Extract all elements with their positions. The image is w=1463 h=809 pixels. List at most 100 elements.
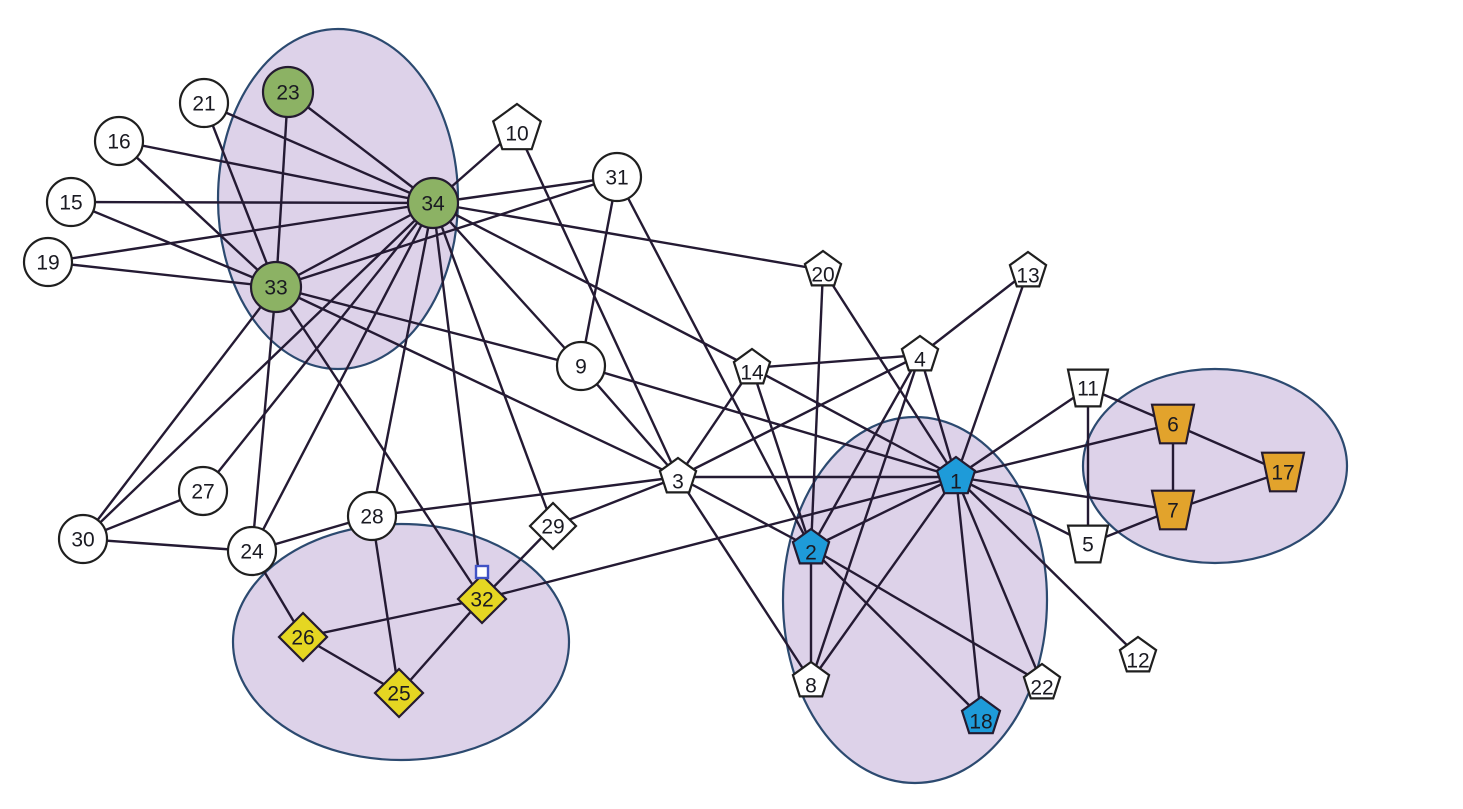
edge-21-34 (203, 101, 434, 205)
edge-1-13 (954, 270, 1030, 478)
edge-19-33 (47, 260, 277, 289)
edge-24-34 (250, 202, 435, 552)
node-20-shape[interactable] (803, 249, 843, 287)
edge-25-28 (370, 515, 401, 694)
edge-2-14 (750, 367, 813, 549)
node-21-shape[interactable] (178, 77, 230, 129)
node-11[interactable]: 11 (1066, 368, 1110, 408)
cluster-blue[interactable] (781, 415, 1049, 785)
node-16[interactable]: 16 (93, 115, 145, 167)
node-28-shape[interactable] (346, 490, 398, 542)
node-12-shape[interactable] (1118, 635, 1158, 673)
node-14[interactable]: 14 (732, 347, 772, 385)
edge-14-34 (432, 201, 753, 370)
edge-23-34 (287, 91, 434, 204)
edge-2-4 (809, 354, 922, 549)
node-13-shape[interactable] (1008, 250, 1048, 288)
edge-23-33 (274, 91, 290, 288)
edge-32-34 (431, 202, 484, 600)
cluster-orange[interactable] (1081, 367, 1349, 565)
node-4[interactable]: 4 (900, 334, 940, 372)
node-26-shape[interactable] (277, 611, 329, 663)
node-34[interactable]: 34 (406, 176, 460, 230)
node-33[interactable]: 33 (249, 260, 303, 314)
node-21[interactable]: 21 (178, 77, 230, 129)
edge-16-34 (118, 139, 434, 205)
edge-30-34 (82, 202, 434, 540)
edge-33-34 (275, 201, 434, 289)
node-4-shape[interactable] (900, 334, 940, 372)
node-17-shape[interactable] (1260, 451, 1306, 493)
edge-1-22 (954, 476, 1044, 684)
node-13[interactable]: 13 (1008, 250, 1048, 288)
node-6[interactable]: 6 (1150, 403, 1196, 445)
node-5-shape[interactable] (1066, 524, 1110, 564)
edge-15-33 (70, 200, 277, 289)
node-31-shape[interactable] (591, 151, 643, 203)
node-9[interactable]: 9 (555, 340, 607, 392)
node-30[interactable]: 30 (57, 513, 109, 565)
edge-3-14 (677, 367, 753, 478)
edge-27-34 (202, 202, 434, 492)
node-32-shape[interactable] (456, 573, 508, 625)
node-33-shape[interactable] (249, 260, 303, 314)
edge-15-34 (70, 200, 434, 205)
selection-handle[interactable] (474, 564, 490, 580)
node-3-shape[interactable] (658, 456, 698, 494)
edge-25-32 (398, 598, 483, 694)
edge-1-8 (810, 476, 957, 682)
edge-2-3 (677, 475, 812, 550)
edge-26-32 (302, 597, 483, 639)
node-14-shape[interactable] (732, 347, 772, 385)
node-17[interactable]: 17 (1260, 451, 1306, 493)
node-22-shape[interactable] (1022, 662, 1062, 700)
edge-9-33 (275, 285, 582, 368)
node-24[interactable]: 24 (226, 525, 278, 577)
edge-24-33 (250, 286, 278, 552)
node-28[interactable]: 28 (346, 490, 398, 542)
node-24-shape[interactable] (226, 525, 278, 577)
node-18-shape[interactable] (960, 695, 1002, 735)
node-30-shape[interactable] (57, 513, 109, 565)
node-25-shape[interactable] (373, 667, 425, 719)
edge-1-20 (821, 269, 958, 478)
edge-19-34 (47, 201, 434, 264)
node-23[interactable]: 23 (261, 65, 315, 119)
node-11-shape[interactable] (1066, 368, 1110, 408)
node-1-shape[interactable] (935, 455, 977, 495)
edge-20-34 (432, 201, 824, 272)
edge-1-11 (955, 387, 1089, 478)
edge-1-2 (810, 475, 957, 550)
node-15-shape[interactable] (45, 176, 97, 228)
node-19-shape[interactable] (22, 236, 74, 288)
edge-1-7 (955, 475, 1174, 512)
node-5[interactable]: 5 (1066, 524, 1110, 564)
node-27-shape[interactable] (177, 465, 229, 517)
node-2-shape[interactable] (791, 527, 831, 565)
node-15[interactable]: 15 (45, 176, 97, 228)
edge-30-33 (82, 286, 277, 540)
node-34-shape[interactable] (406, 176, 460, 230)
edge-3-29 (552, 475, 679, 528)
node-8-shape[interactable] (791, 660, 831, 698)
node-19[interactable]: 19 (22, 236, 74, 288)
node-29-shape[interactable] (528, 501, 578, 551)
edge-3-28 (371, 475, 679, 518)
node-31[interactable]: 31 (591, 151, 643, 203)
edge-1-12 (955, 476, 1139, 657)
node-16-shape[interactable] (93, 115, 145, 167)
node-7-shape[interactable] (1150, 489, 1196, 531)
edge-24-30 (82, 537, 253, 553)
edge-4-14 (751, 353, 921, 370)
node-6-shape[interactable] (1150, 403, 1196, 445)
node-20[interactable]: 20 (803, 249, 843, 287)
node-10[interactable]: 10 (491, 102, 543, 151)
edge-9-31 (579, 176, 619, 367)
node-10-shape[interactable] (491, 102, 543, 151)
edge-2-20 (809, 269, 825, 549)
node-9-shape[interactable] (555, 340, 607, 392)
node-23-shape[interactable] (261, 65, 315, 119)
edge-21-33 (202, 102, 278, 288)
node-27[interactable]: 27 (177, 465, 229, 517)
node-7[interactable]: 7 (1150, 489, 1196, 531)
